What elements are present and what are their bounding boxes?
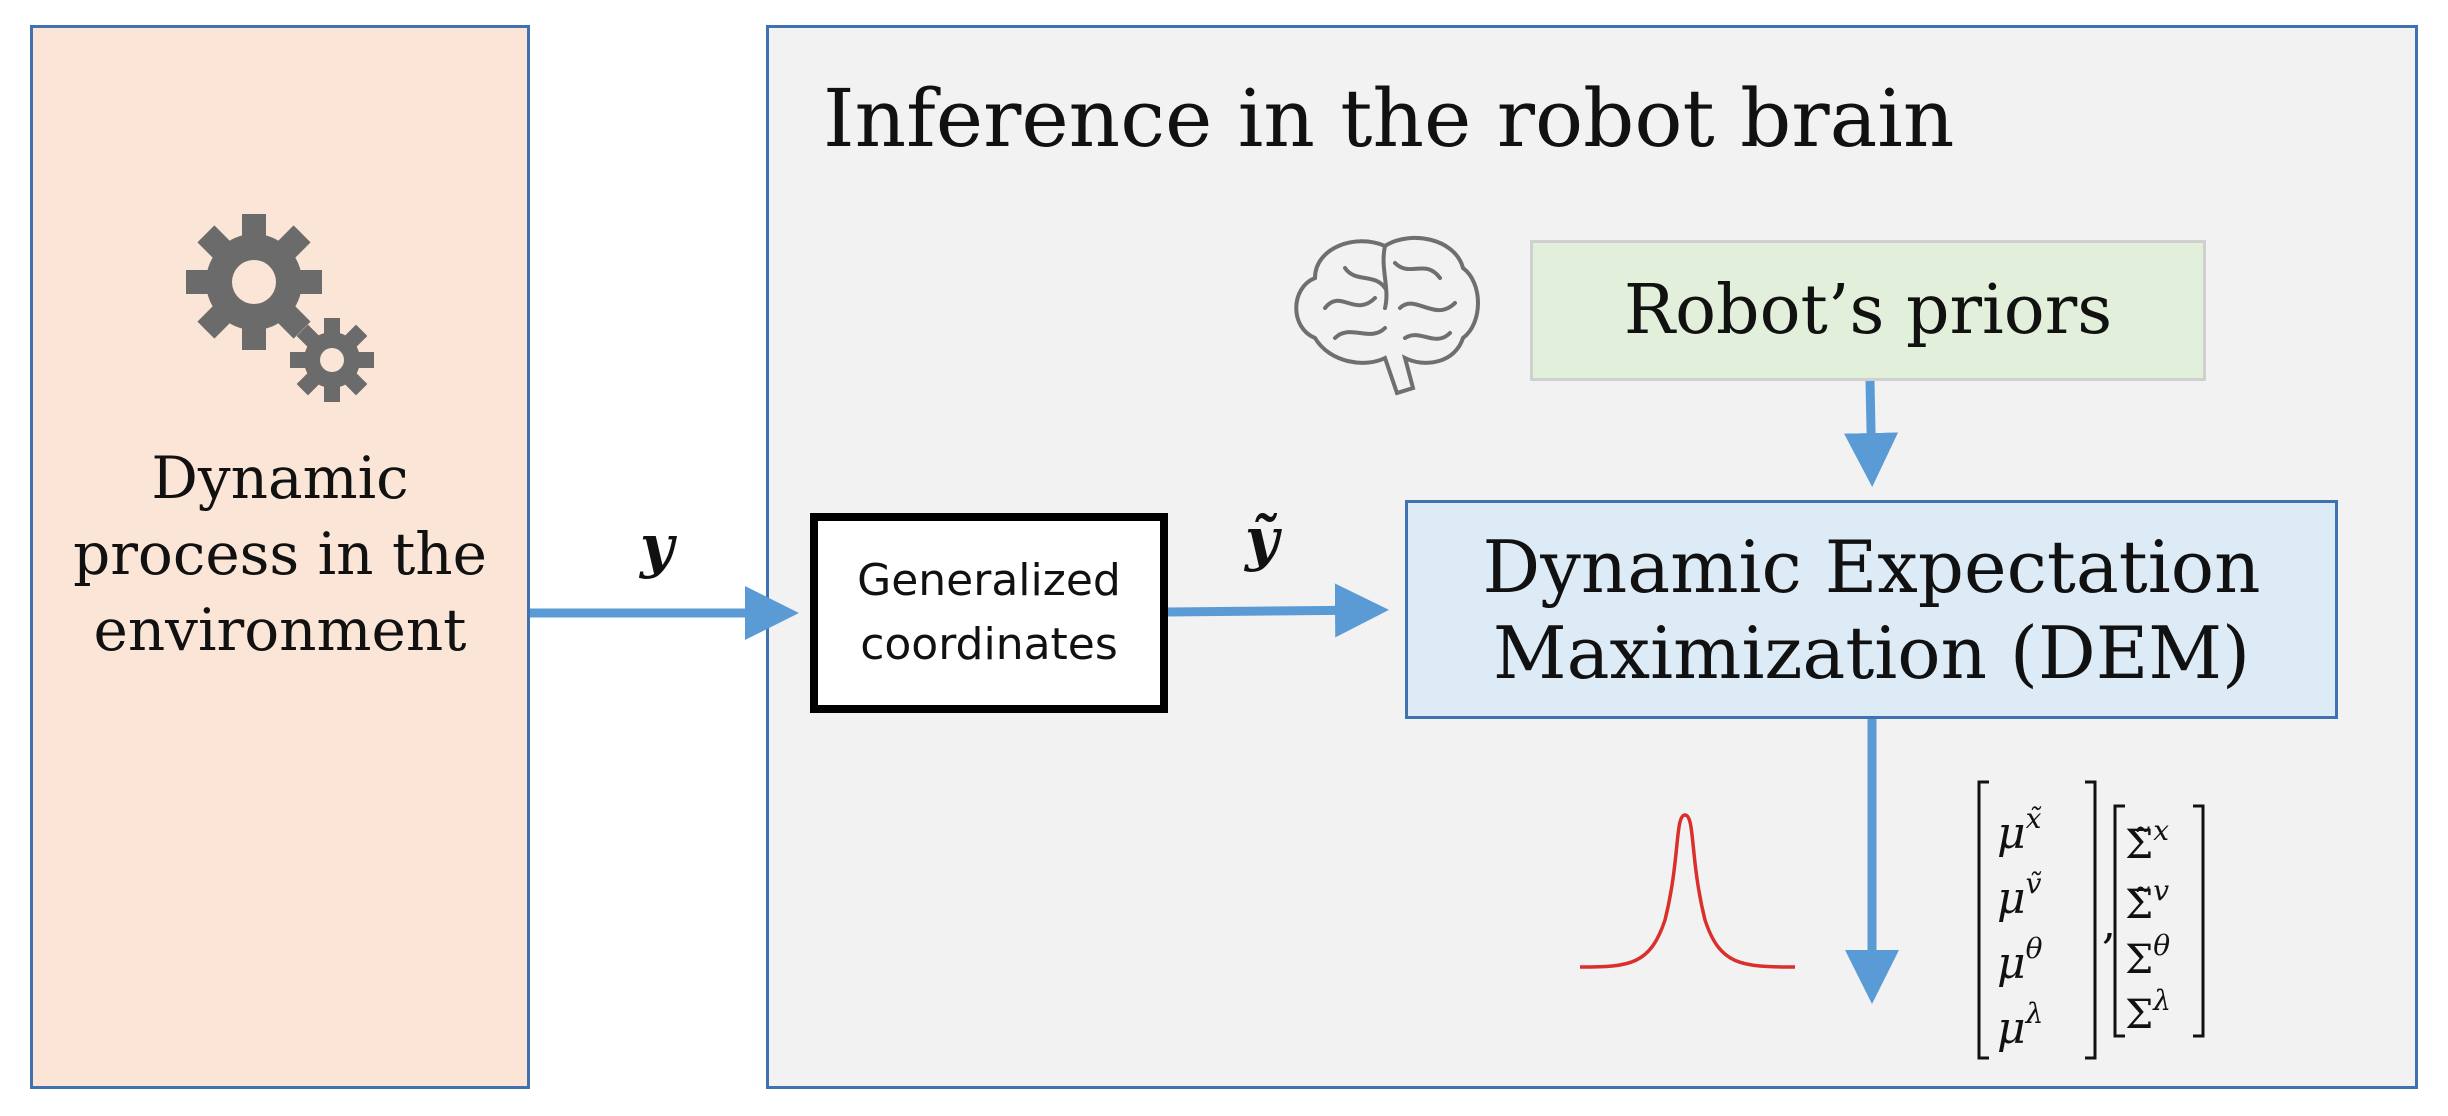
- environment-panel: [30, 25, 530, 1089]
- environment-label-line: environment: [93, 596, 467, 664]
- cov-bracket-left: [2113, 804, 2125, 1038]
- dem-label-line: Maximization (DEM): [1492, 610, 2251, 695]
- gears-icon: [186, 214, 374, 402]
- mean-lambda: μλ: [1997, 997, 2043, 1054]
- dem-label-line: Dynamic Expectation: [1482, 524, 2261, 609]
- matrix-comma: ,: [2102, 898, 2116, 949]
- mean-x: μx̃: [1997, 802, 2042, 859]
- brain-icon: [1294, 235, 1480, 396]
- signal-y-tilde-label: ỹ: [1245, 505, 1279, 573]
- cov-lambda: Σλ: [2125, 984, 2171, 1038]
- cov-x: Σ̃x: [2125, 814, 2169, 868]
- generalized-coordinates-box: Generalized coordinates: [810, 513, 1168, 713]
- output-estimates: , μx̃ μṽ μθ μλ Σ̃x Σ̃v Σθ Σλ: [1977, 780, 2205, 1060]
- arrow-gc-to-dem: [1167, 583, 1389, 638]
- signal-y-label: y: [640, 512, 674, 580]
- dem-box: Dynamic Expectation Maximization (DEM): [1405, 500, 2338, 719]
- environment-label: Dynamic process in the environment: [30, 440, 530, 668]
- cov-bracket-right: [2193, 804, 2205, 1038]
- gc-label-line: coordinates: [860, 619, 1118, 670]
- environment-label-line: Dynamic: [151, 444, 409, 512]
- gaussian-curve-icon: [1579, 813, 1796, 969]
- cov-v: Σ̃v: [2125, 874, 2169, 928]
- brain-panel-title: Inference in the robot brain: [823, 72, 1955, 165]
- mean-v: μṽ: [1997, 867, 2042, 924]
- arrow-priors-to-dem: [1844, 380, 1899, 487]
- robot-priors-box: Robot’s priors: [1530, 240, 2206, 381]
- environment-label-line: process in the: [73, 520, 487, 588]
- cov-theta: Σθ: [2125, 929, 2170, 983]
- mean-theta: μθ: [1997, 932, 2043, 989]
- means-bracket-left: [1977, 780, 1989, 1060]
- means-bracket-right: [2085, 780, 2097, 1060]
- gc-label-line: Generalized: [857, 555, 1121, 606]
